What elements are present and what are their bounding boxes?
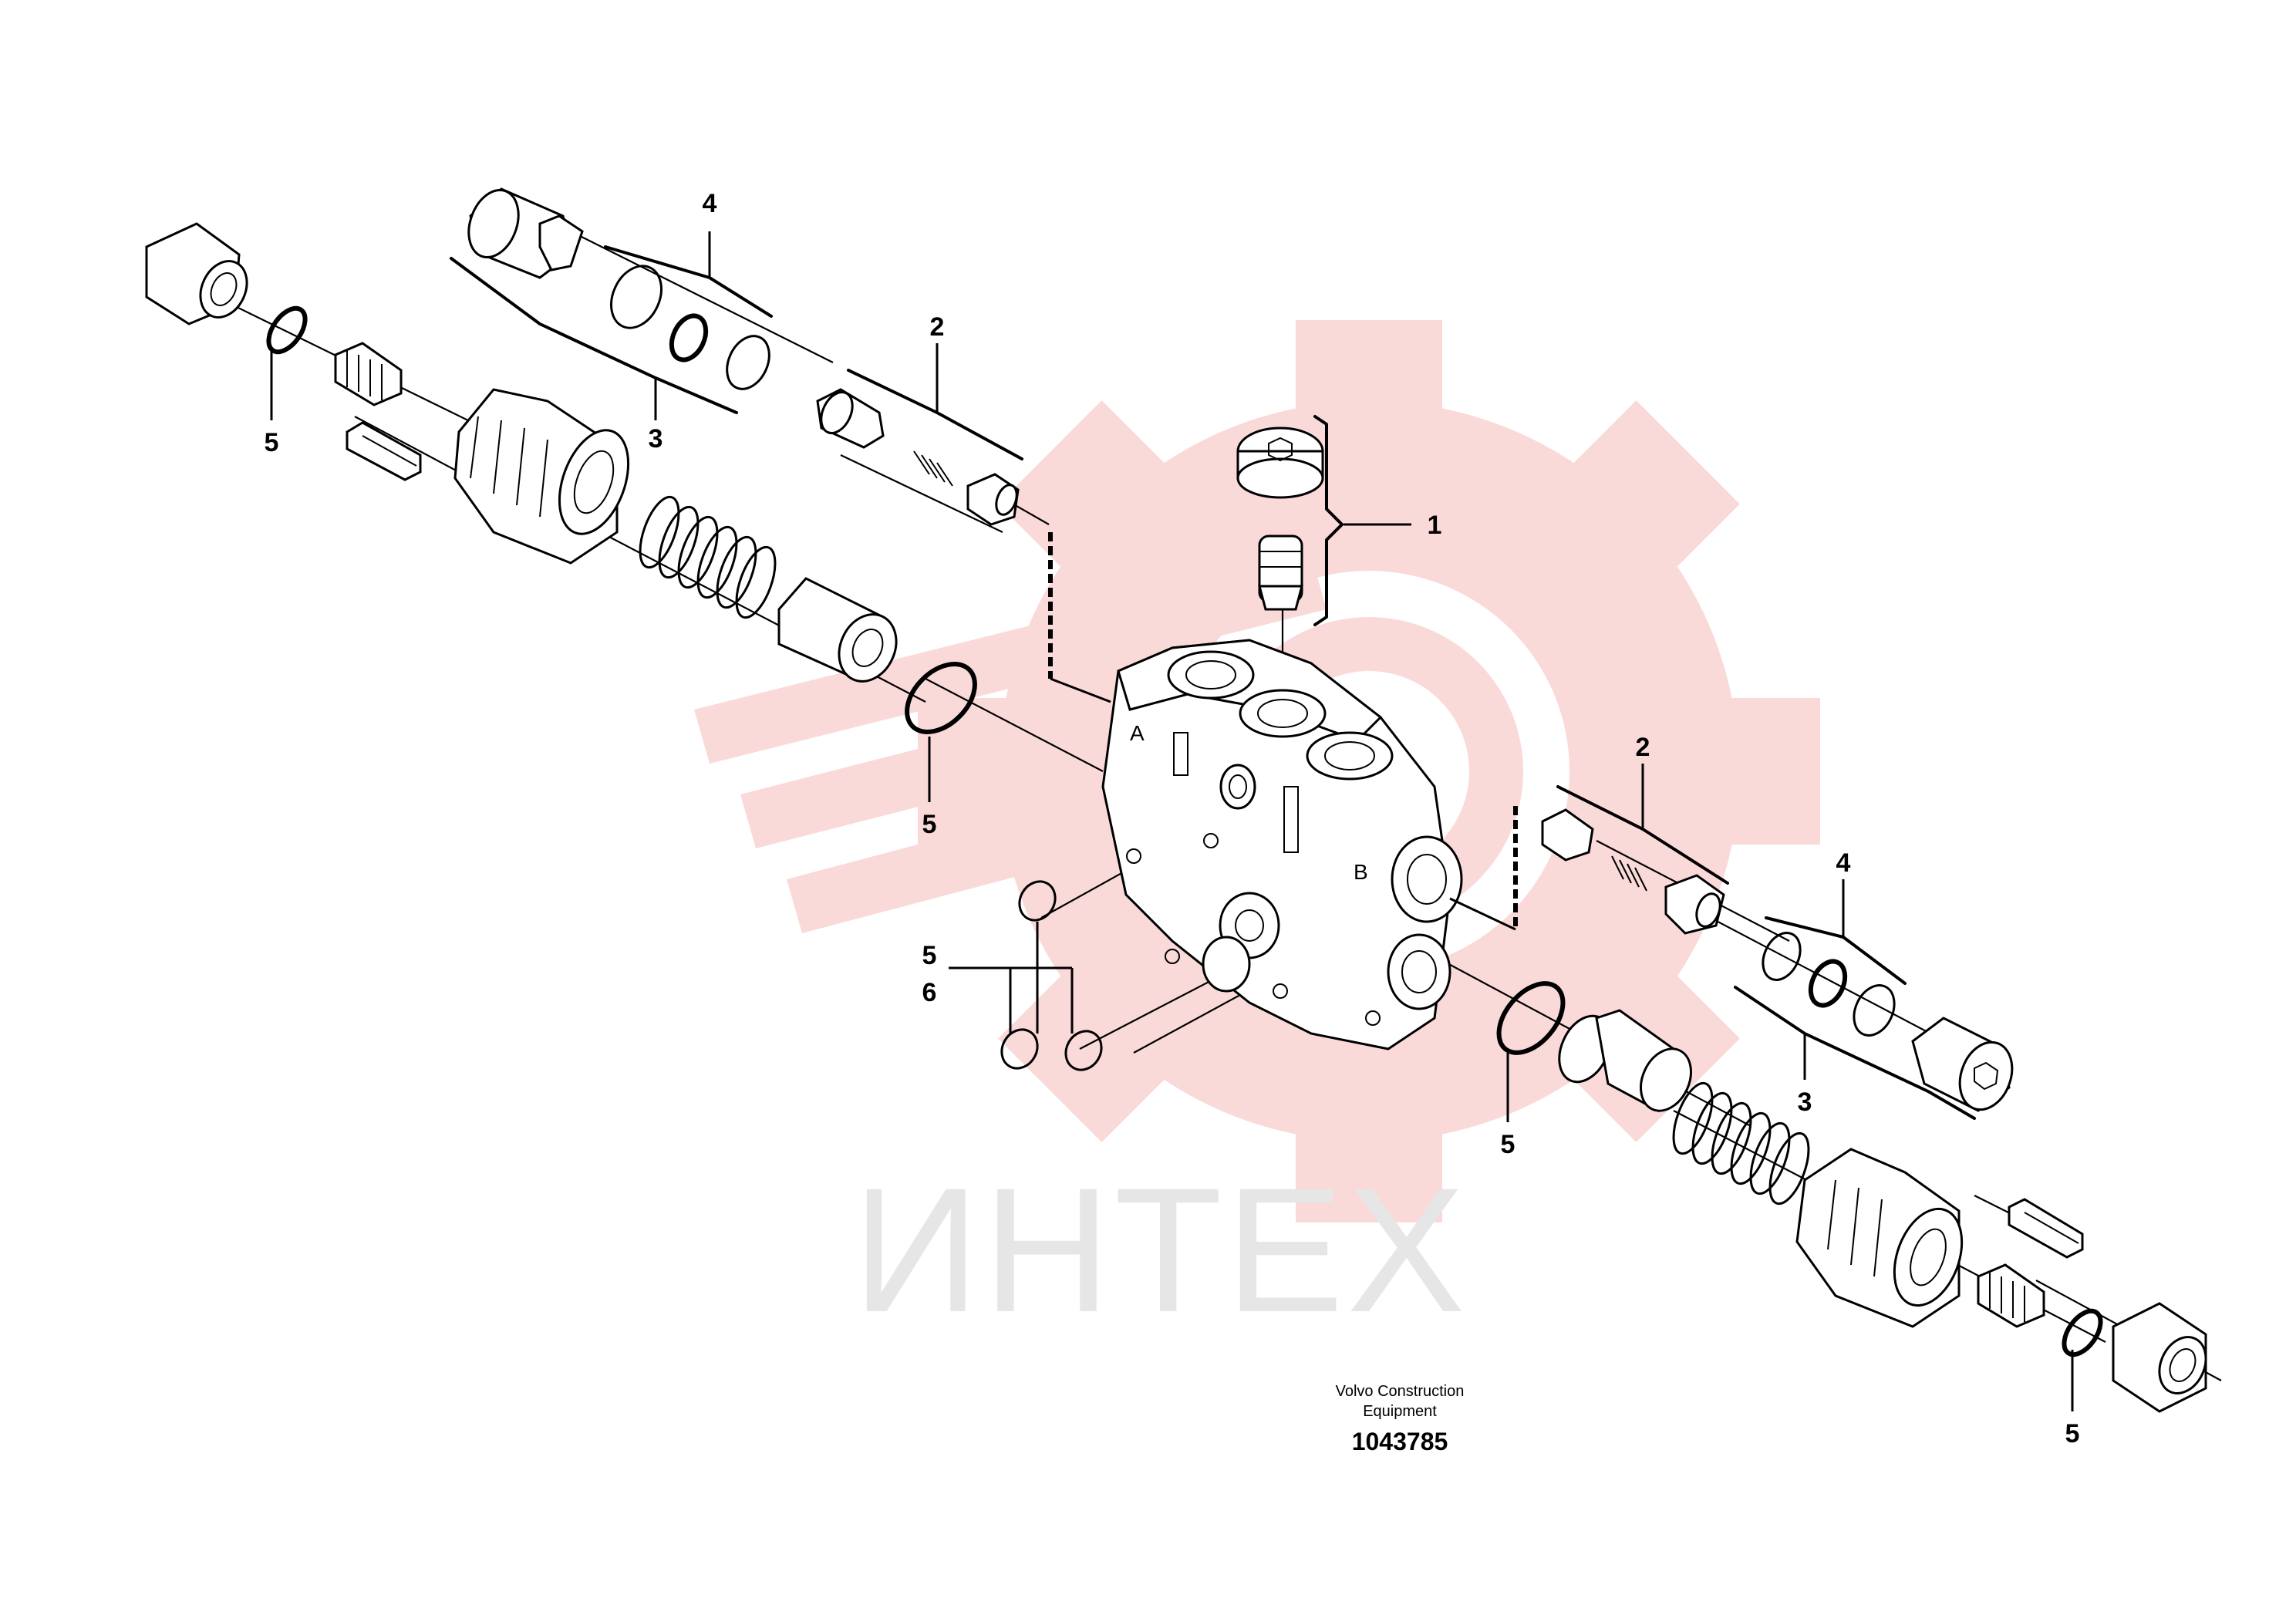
document-number: 1043785 xyxy=(1352,1428,1448,1455)
callout-6-group: 6 xyxy=(922,978,937,1007)
brace-3-right xyxy=(1734,986,1976,1120)
o-ring-5-bottomright xyxy=(2062,1308,2103,1357)
plug-cap-1 xyxy=(1236,427,1324,499)
o-ring-5-right xyxy=(1496,981,1566,1055)
port-b-marking: B xyxy=(1354,860,1368,884)
port-a-marking: A xyxy=(1130,721,1145,745)
callout-1: 1 xyxy=(1428,511,1442,540)
check-valve-2-top xyxy=(816,388,1020,526)
callout-2-right: 2 xyxy=(1636,733,1650,762)
callout-5-mid: 5 xyxy=(922,810,937,839)
spring-left xyxy=(639,495,777,619)
callout-5-bottomright: 5 xyxy=(2065,1419,2080,1448)
o-ring-group-c xyxy=(1064,1030,1103,1071)
callout-2-top: 2 xyxy=(930,312,945,342)
plug-top xyxy=(467,187,584,279)
callout-3-top: 3 xyxy=(649,424,663,454)
brace-4-right xyxy=(1765,879,1907,985)
end-cap-nut-left xyxy=(145,222,248,325)
callout-4-right: 4 xyxy=(1836,848,1851,878)
backup-ring-3-b xyxy=(726,335,770,390)
valve-section-body: A B xyxy=(1101,639,1463,1050)
end-cap-nut-right xyxy=(2112,1302,2207,1413)
brace-1 xyxy=(1313,415,1411,626)
brace-4-top xyxy=(604,231,773,318)
callout-5-topleft: 5 xyxy=(265,428,279,457)
spool-right xyxy=(1558,1009,1692,1113)
caption-line1: Volvo Construction xyxy=(1336,1383,1465,1400)
o-ring-4-top xyxy=(669,313,709,363)
leader-group-5-6 xyxy=(949,922,1074,1034)
cartridge-insert-1 xyxy=(1258,534,1303,611)
check-valve-2-right xyxy=(1541,808,1725,935)
spring-right xyxy=(1672,1081,1810,1206)
brace-2-right xyxy=(1556,764,1729,885)
spool-left xyxy=(777,577,898,683)
valve-cap-housing-right xyxy=(1795,1148,1964,1328)
watermark-text: ИНТЕХ xyxy=(852,1151,1468,1349)
o-ring-group-a xyxy=(1018,880,1057,922)
backup-ring-3-c xyxy=(1762,932,1802,981)
o-ring-5-left xyxy=(266,305,308,355)
callout-5-group: 5 xyxy=(922,941,937,970)
plug-right xyxy=(1911,1017,2014,1112)
valve-cap-housing-left xyxy=(453,388,630,565)
bolt-left xyxy=(346,421,422,481)
callout-3-right: 3 xyxy=(1798,1088,1812,1117)
caption-line2: Equipment xyxy=(1363,1403,1437,1420)
brace-3-top xyxy=(450,257,738,420)
backup-ring-3-a xyxy=(610,265,663,329)
set-screw-right xyxy=(1977,1263,2045,1328)
callout-5-right: 5 xyxy=(1501,1130,1515,1159)
backup-ring-3-d xyxy=(1853,984,1896,1037)
o-ring-5-mid xyxy=(905,662,977,734)
o-ring-group-b xyxy=(1000,1028,1039,1070)
set-screw-left xyxy=(334,342,403,406)
brace-2-top xyxy=(847,343,1023,460)
bolt-right xyxy=(2008,1198,2084,1259)
callout-4-top: 4 xyxy=(703,189,717,218)
o-ring-4-right xyxy=(1808,959,1848,1008)
